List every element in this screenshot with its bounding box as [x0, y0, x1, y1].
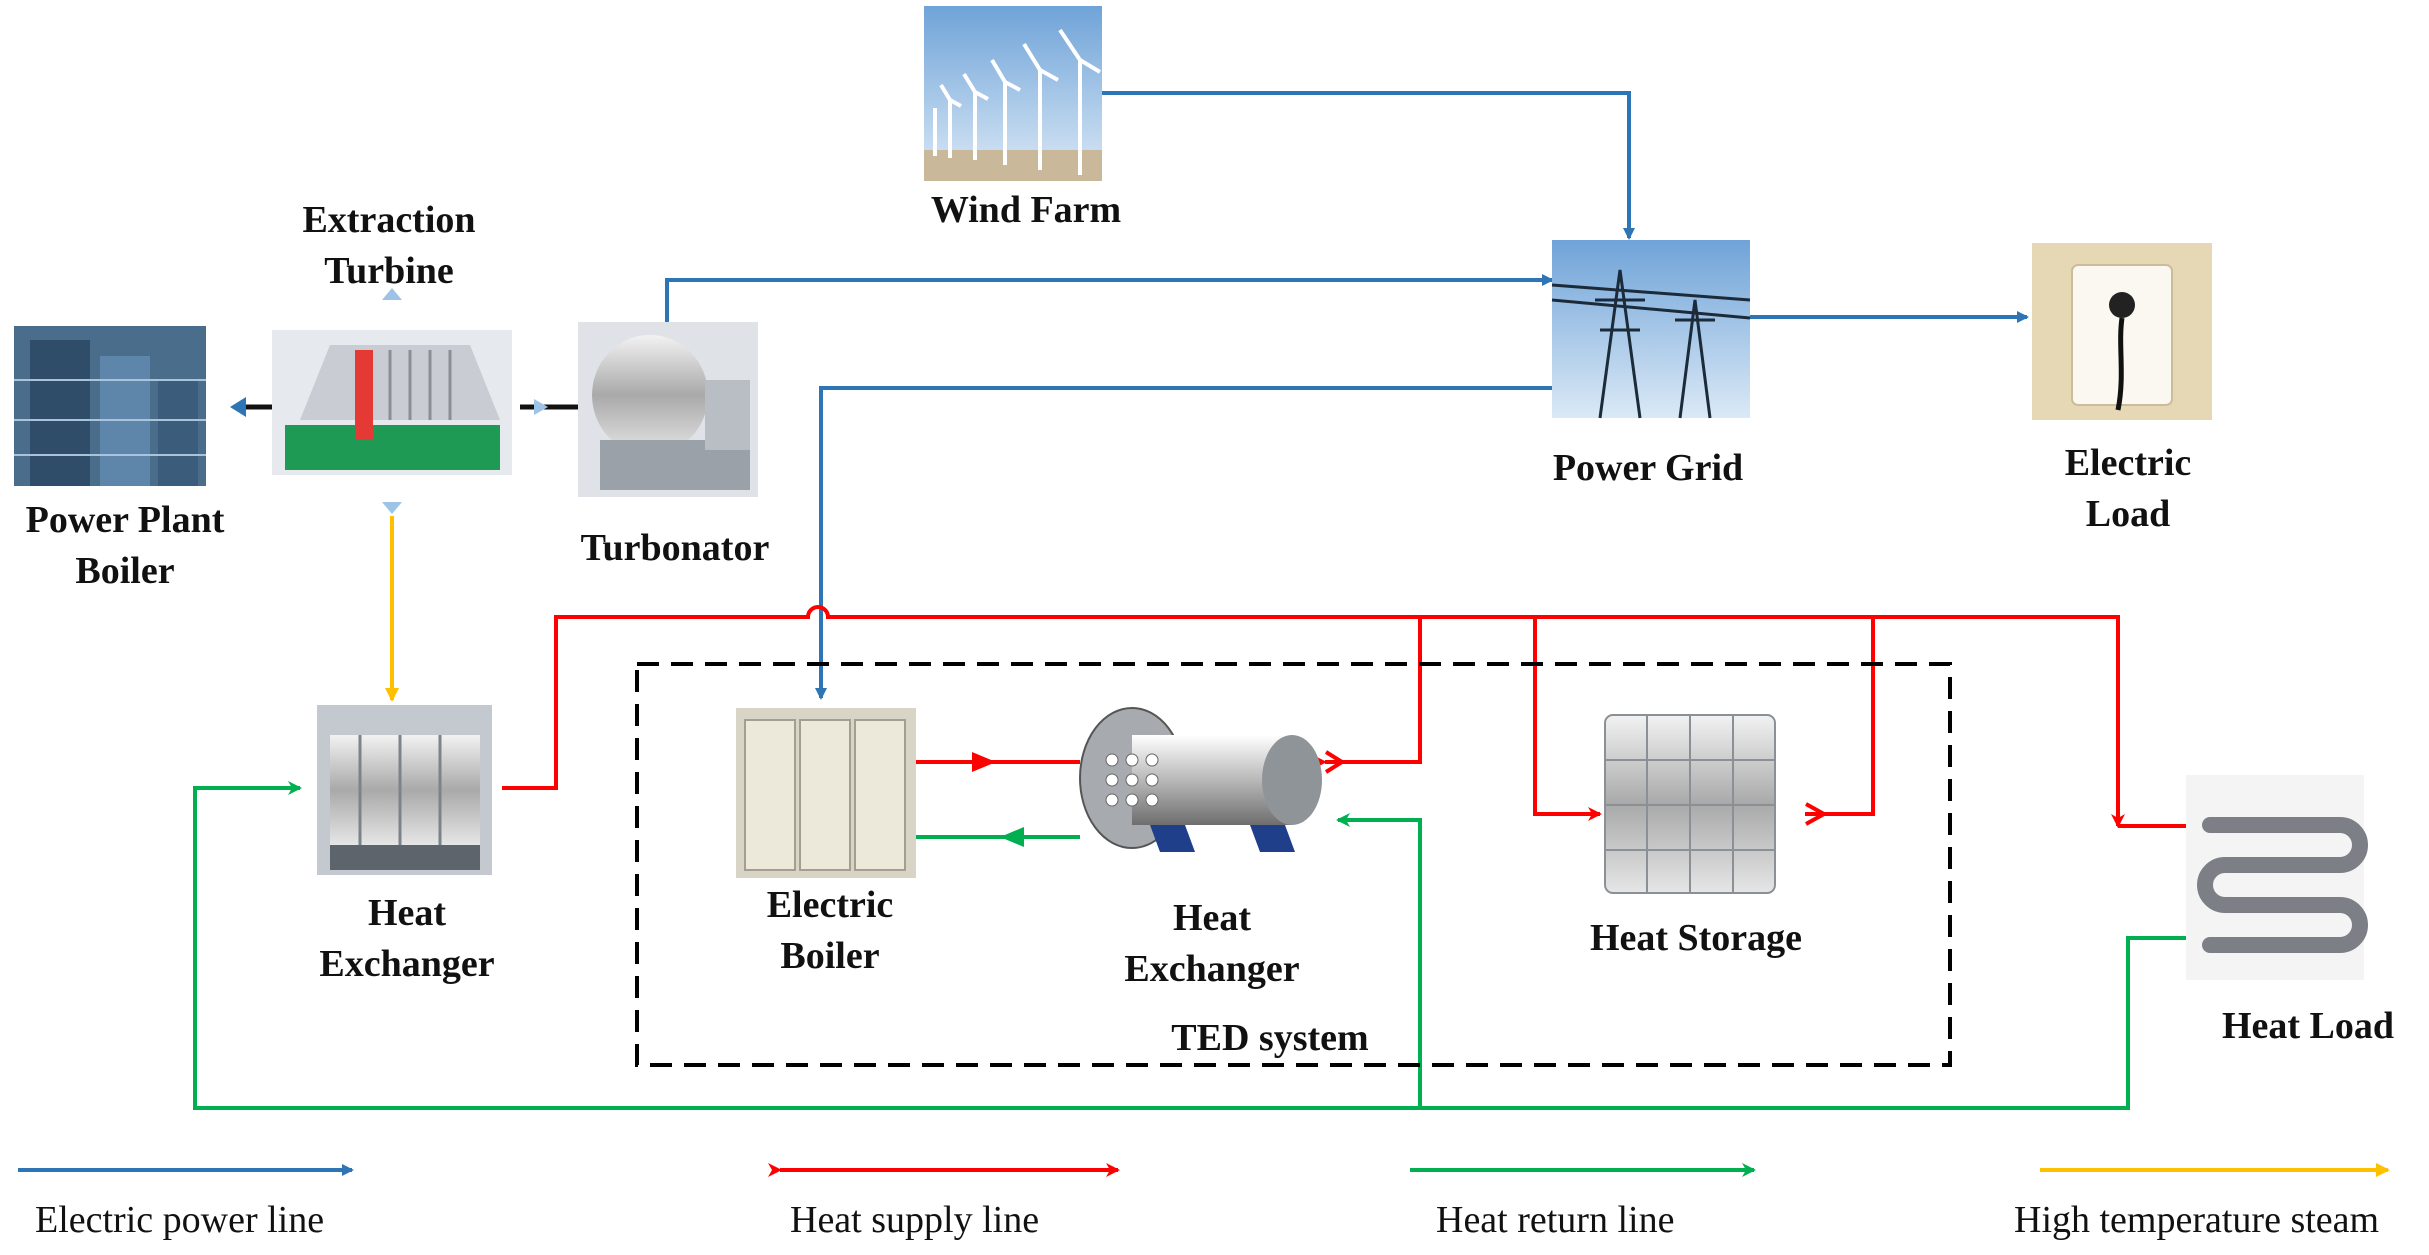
- electric-boiler-label-1: Electric: [767, 884, 894, 926]
- radiator-icon: [2186, 775, 2368, 980]
- steam-up-arrow-icon: [382, 288, 402, 300]
- heat-exchanger-ted-label-1: Heat: [1173, 897, 1251, 939]
- eboiler-out-arrow-icon: [972, 752, 996, 772]
- heat-load-label: Heat Load: [2222, 1005, 2394, 1047]
- legend: Electric power line Heat supply line Hea…: [18, 1163, 2390, 1241]
- legend-heat-supply-label: Heat supply line: [790, 1199, 1039, 1241]
- extraction-turbine-label-2: Turbine: [324, 250, 454, 292]
- generator-icon: [578, 322, 758, 497]
- electric-load-label-2: Load: [2086, 493, 2170, 535]
- turbonator-to-grid-line: [665, 274, 1554, 324]
- power-outlet-icon: [2032, 243, 2212, 420]
- heat-exchanger-left-label-2: Exchanger: [319, 943, 494, 985]
- power-grid-label: Power Grid: [1553, 447, 1743, 489]
- main-to-storage-line: [1533, 617, 1602, 821]
- heat-exchanger-icon: [1079, 707, 1322, 852]
- wind-to-grid-line: [1101, 91, 1635, 240]
- ted-hx-in-arrow-icon: [1324, 750, 1346, 774]
- node-labels: Wind Farm Extraction Turbine Power Plant…: [26, 189, 2394, 1059]
- transmission-tower-icon: [1551, 240, 1751, 419]
- eboiler-return-arrow-icon: [1000, 827, 1024, 847]
- steam-down-arrow-icon: [382, 502, 402, 514]
- heat-exchanger-ted-label-2: Exchanger: [1124, 948, 1299, 990]
- electric-load-label-1: Electric: [2065, 442, 2192, 484]
- electric-lines: [665, 91, 2029, 700]
- wind-turbine-icon: [924, 6, 1102, 181]
- electric-boiler-label-2: Boiler: [780, 935, 879, 977]
- power-plant-icon: [14, 326, 206, 486]
- heat-exchanger-left-label-1: Heat: [368, 892, 446, 934]
- supply-main-line: [502, 605, 2125, 828]
- legend-heat-return-label: Heat return line: [1436, 1199, 1674, 1241]
- storage-tank-icon: [1604, 714, 1776, 894]
- return-to-ted-hx-line: [1336, 813, 1422, 1108]
- heat-storage-label: Heat Storage: [1590, 917, 1802, 959]
- electric-boiler-icon: [736, 708, 916, 878]
- turbonator-label: Turbonator: [581, 527, 770, 569]
- steam-turbine-icon: [272, 330, 512, 475]
- ted-hx-to-main-line: [1313, 617, 1422, 769]
- legend-electric-label: Electric power line: [35, 1199, 324, 1241]
- shaft-arrow-right-icon: [534, 399, 548, 415]
- power-plant-boiler-label-2: Boiler: [75, 550, 174, 592]
- wind-farm-label: Wind Farm: [931, 189, 1121, 231]
- extraction-turbine-label-1: Extraction: [302, 199, 475, 241]
- legend-steam-label: High temperature steam: [2014, 1199, 2379, 1241]
- power-plant-boiler-label-1: Power Plant: [26, 499, 225, 541]
- storage-to-main-line: [1805, 617, 1875, 816]
- grid-to-electric-boiler-line: [815, 386, 1552, 700]
- heat-return-lines: [193, 781, 2190, 1110]
- ted-system-label: TED system: [1171, 1017, 1368, 1059]
- ted-system-box: [635, 662, 1952, 1067]
- heat-exchanger-icon: [317, 705, 492, 875]
- storage-out-arrow-icon: [1805, 802, 1829, 826]
- shaft-arrow-left-icon: [230, 397, 246, 417]
- return-main-line: [193, 781, 2190, 1110]
